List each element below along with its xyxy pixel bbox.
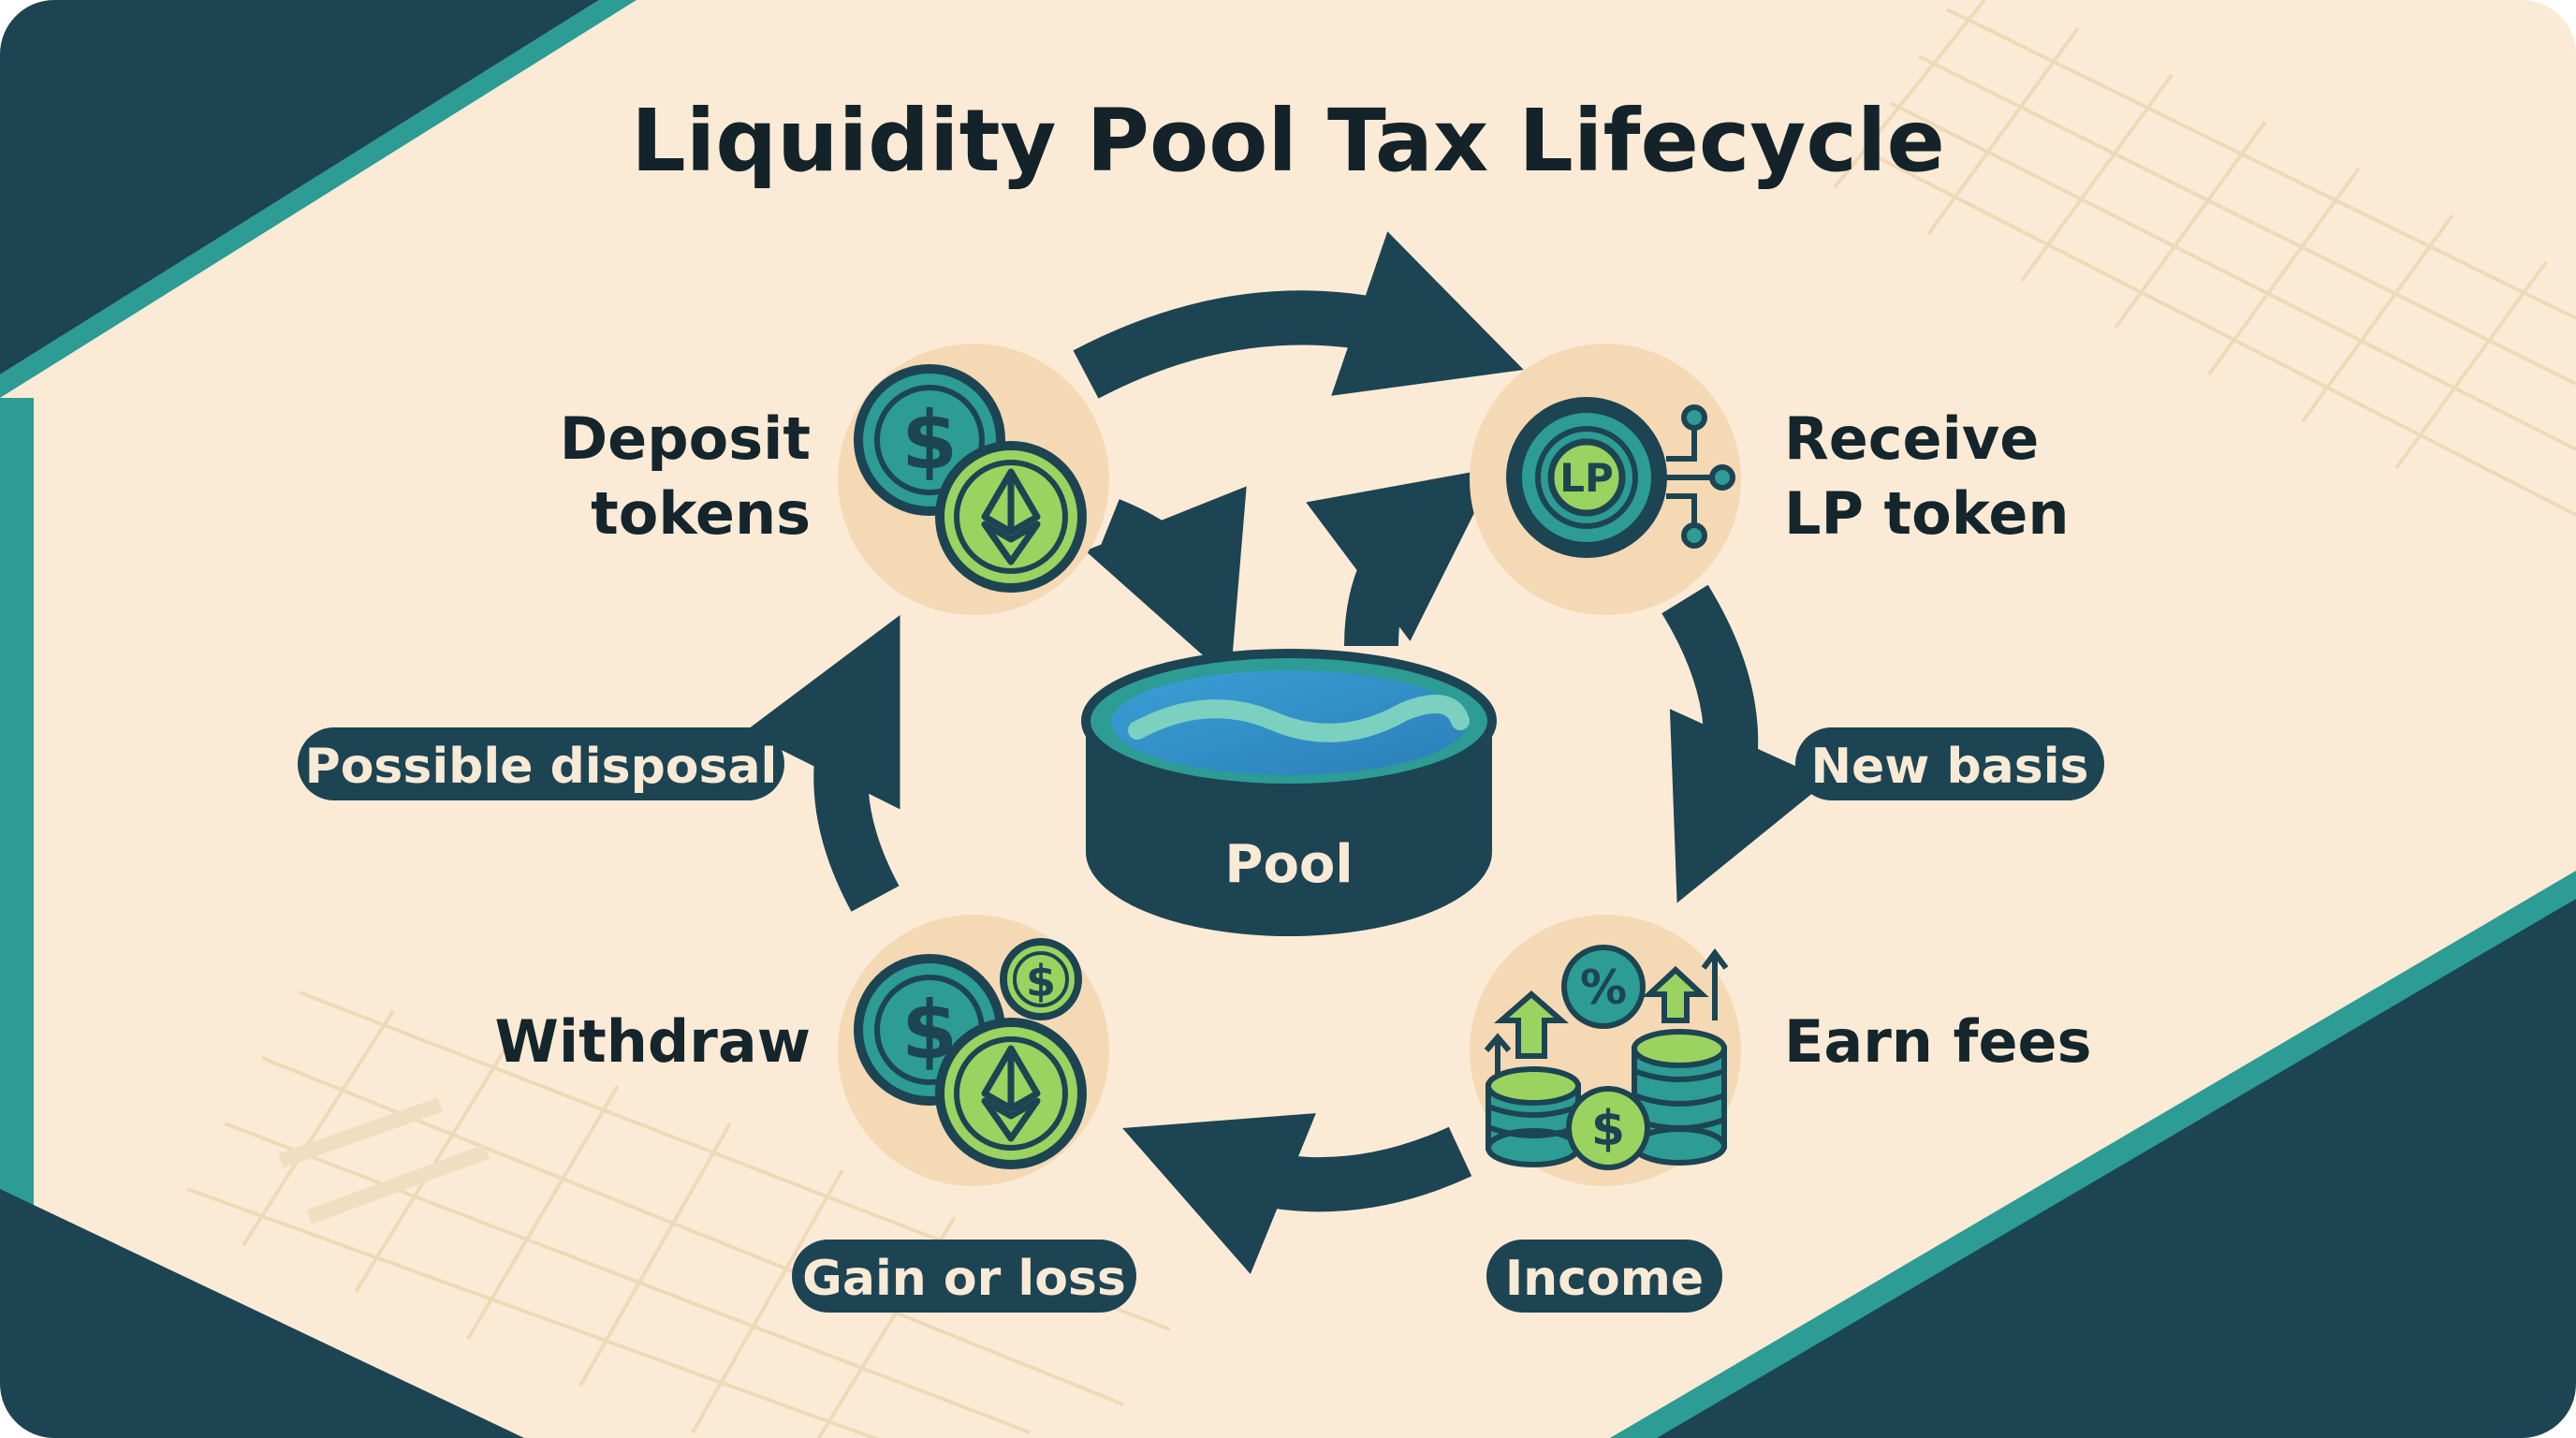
small-arrow-icon [1484, 948, 1729, 1077]
arrow-earn-to-withdraw [1122, 1113, 1472, 1274]
arrow-withdraw-to-deposit [744, 614, 900, 912]
dollar-sign-small: $ [1026, 956, 1056, 1006]
up-arrow-icon-right [1642, 965, 1709, 1023]
ethereum-icon-withdraw [981, 1045, 1041, 1142]
corner-stripe-top-left [0, 0, 637, 398]
withdraw-label: Withdraw [495, 1007, 812, 1076]
lp-token-icon: LP [1506, 397, 1735, 558]
pill-income-text: Income [1505, 1251, 1704, 1307]
pill-new-basis-text: New basis [1811, 739, 2089, 795]
stack-left [1486, 1066, 1581, 1167]
deposit-label-line2: tokens [591, 479, 811, 548]
receive-label-line2: LP token [1784, 479, 2070, 548]
pill-possible-disposal: Possible disposal [298, 727, 784, 800]
grid-decoration-top-right [1833, 0, 2576, 517]
pill-income: Income [1486, 1240, 1722, 1313]
arrow-deposit-to-receive [1073, 231, 1524, 399]
corner-stripe-left [0, 398, 34, 1208]
coins-icon-deposit: $ [854, 364, 1087, 593]
percent-badge-icon [1561, 945, 1646, 1029]
lp-label: LP [1559, 455, 1614, 501]
dollar-sign-earn: $ [1591, 1101, 1625, 1157]
corner-band-bottom-left [0, 1189, 524, 1438]
percent-sign: % [1580, 961, 1627, 1015]
circuit-lines-icon [1666, 404, 1735, 549]
arrow-deposit-to-pool [1085, 486, 1247, 681]
pill-possible-disposal-text: Possible disposal [305, 739, 778, 795]
pool-label: Pool [1224, 834, 1353, 895]
receive-label-line1: Receive [1784, 404, 2039, 473]
earn-fees-label: Earn fees [1784, 1007, 2091, 1076]
corner-stripe-bottom-right [1610, 871, 2576, 1438]
ethereum-icon [981, 468, 1041, 565]
dollar-sign: $ [901, 394, 958, 488]
arrow-pool-to-receive [1306, 467, 1498, 647]
diagram-title: Liquidity Pool Tax Lifecycle [631, 91, 1945, 191]
deposit-label-line1: Deposit [560, 404, 811, 473]
stack-right [1632, 1029, 1727, 1166]
arrow-receive-to-earn [1661, 584, 1828, 903]
up-arrow-icon-left [1494, 990, 1569, 1059]
cycle-arrows [744, 231, 1828, 1274]
dollar-coin-icon [1566, 1086, 1650, 1170]
coins-icon-withdraw: $ $ [854, 938, 1087, 1169]
pill-new-basis: New basis [1795, 727, 2104, 800]
pill-gain-or-loss-text: Gain or loss [802, 1251, 1126, 1307]
grid-decoration-bottom-left [186, 990, 1171, 1438]
pill-gain-or-loss: Gain or loss [792, 1240, 1136, 1313]
pool-icon [1081, 649, 1497, 936]
coin-stacks-icon: $ % [1484, 945, 1729, 1170]
